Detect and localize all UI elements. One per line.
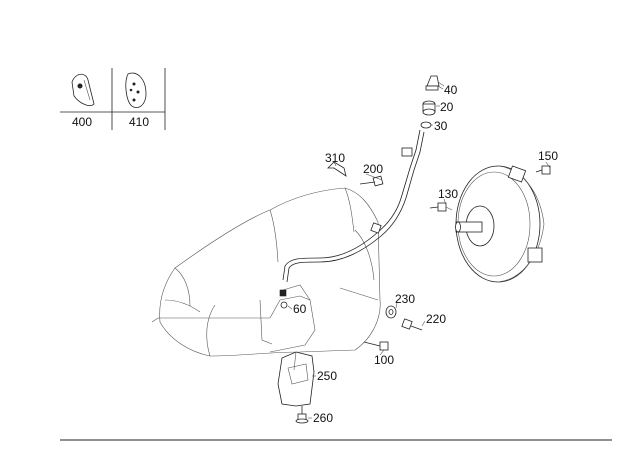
callout-200[interactable]: 200 <box>363 162 383 176</box>
callout-220[interactable]: 220 <box>426 312 446 326</box>
dipstick-tube[interactable] <box>282 129 425 283</box>
callout-60[interactable]: 60 <box>293 302 307 316</box>
part-60-plug[interactable] <box>279 289 288 309</box>
tube-clip <box>401 147 413 157</box>
tube-bracket <box>370 222 382 234</box>
part-250-shield[interactable] <box>277 351 315 407</box>
part-100-bolt[interactable] <box>363 341 389 351</box>
leader-lines <box>287 85 551 419</box>
part-130-bolt[interactable] <box>429 202 453 212</box>
callout-130[interactable]: 130 <box>438 187 458 201</box>
callout-250[interactable]: 250 <box>317 369 337 383</box>
callout-100[interactable]: 100 <box>374 353 394 367</box>
transmission-housing[interactable] <box>151 187 381 357</box>
callout-150[interactable]: 150 <box>538 149 558 163</box>
inset-panel: 400 410 <box>60 68 166 130</box>
callout-310[interactable]: 310 <box>325 151 345 165</box>
callout-20[interactable]: 20 <box>440 100 454 114</box>
part-400-icon[interactable] <box>71 73 95 106</box>
label-410: 410 <box>129 115 149 129</box>
part-410-icon[interactable] <box>125 72 147 108</box>
callout-30[interactable]: 30 <box>434 119 448 133</box>
part-40-cap[interactable] <box>425 75 445 91</box>
part-20-plug[interactable] <box>422 100 436 116</box>
callout-40[interactable]: 40 <box>444 83 458 97</box>
label-400: 400 <box>72 115 92 129</box>
part-150-bolt[interactable] <box>535 165 551 175</box>
callout-260[interactable]: 260 <box>313 411 333 425</box>
part-260-screw[interactable] <box>295 406 309 424</box>
part-200-bolt[interactable] <box>359 175 384 187</box>
part-220-bolt[interactable] <box>401 318 423 331</box>
part-30-oring[interactable] <box>420 121 432 129</box>
callout-230[interactable]: 230 <box>395 292 415 306</box>
torque-converter[interactable] <box>455 165 545 283</box>
part-230-washer[interactable] <box>385 305 397 319</box>
